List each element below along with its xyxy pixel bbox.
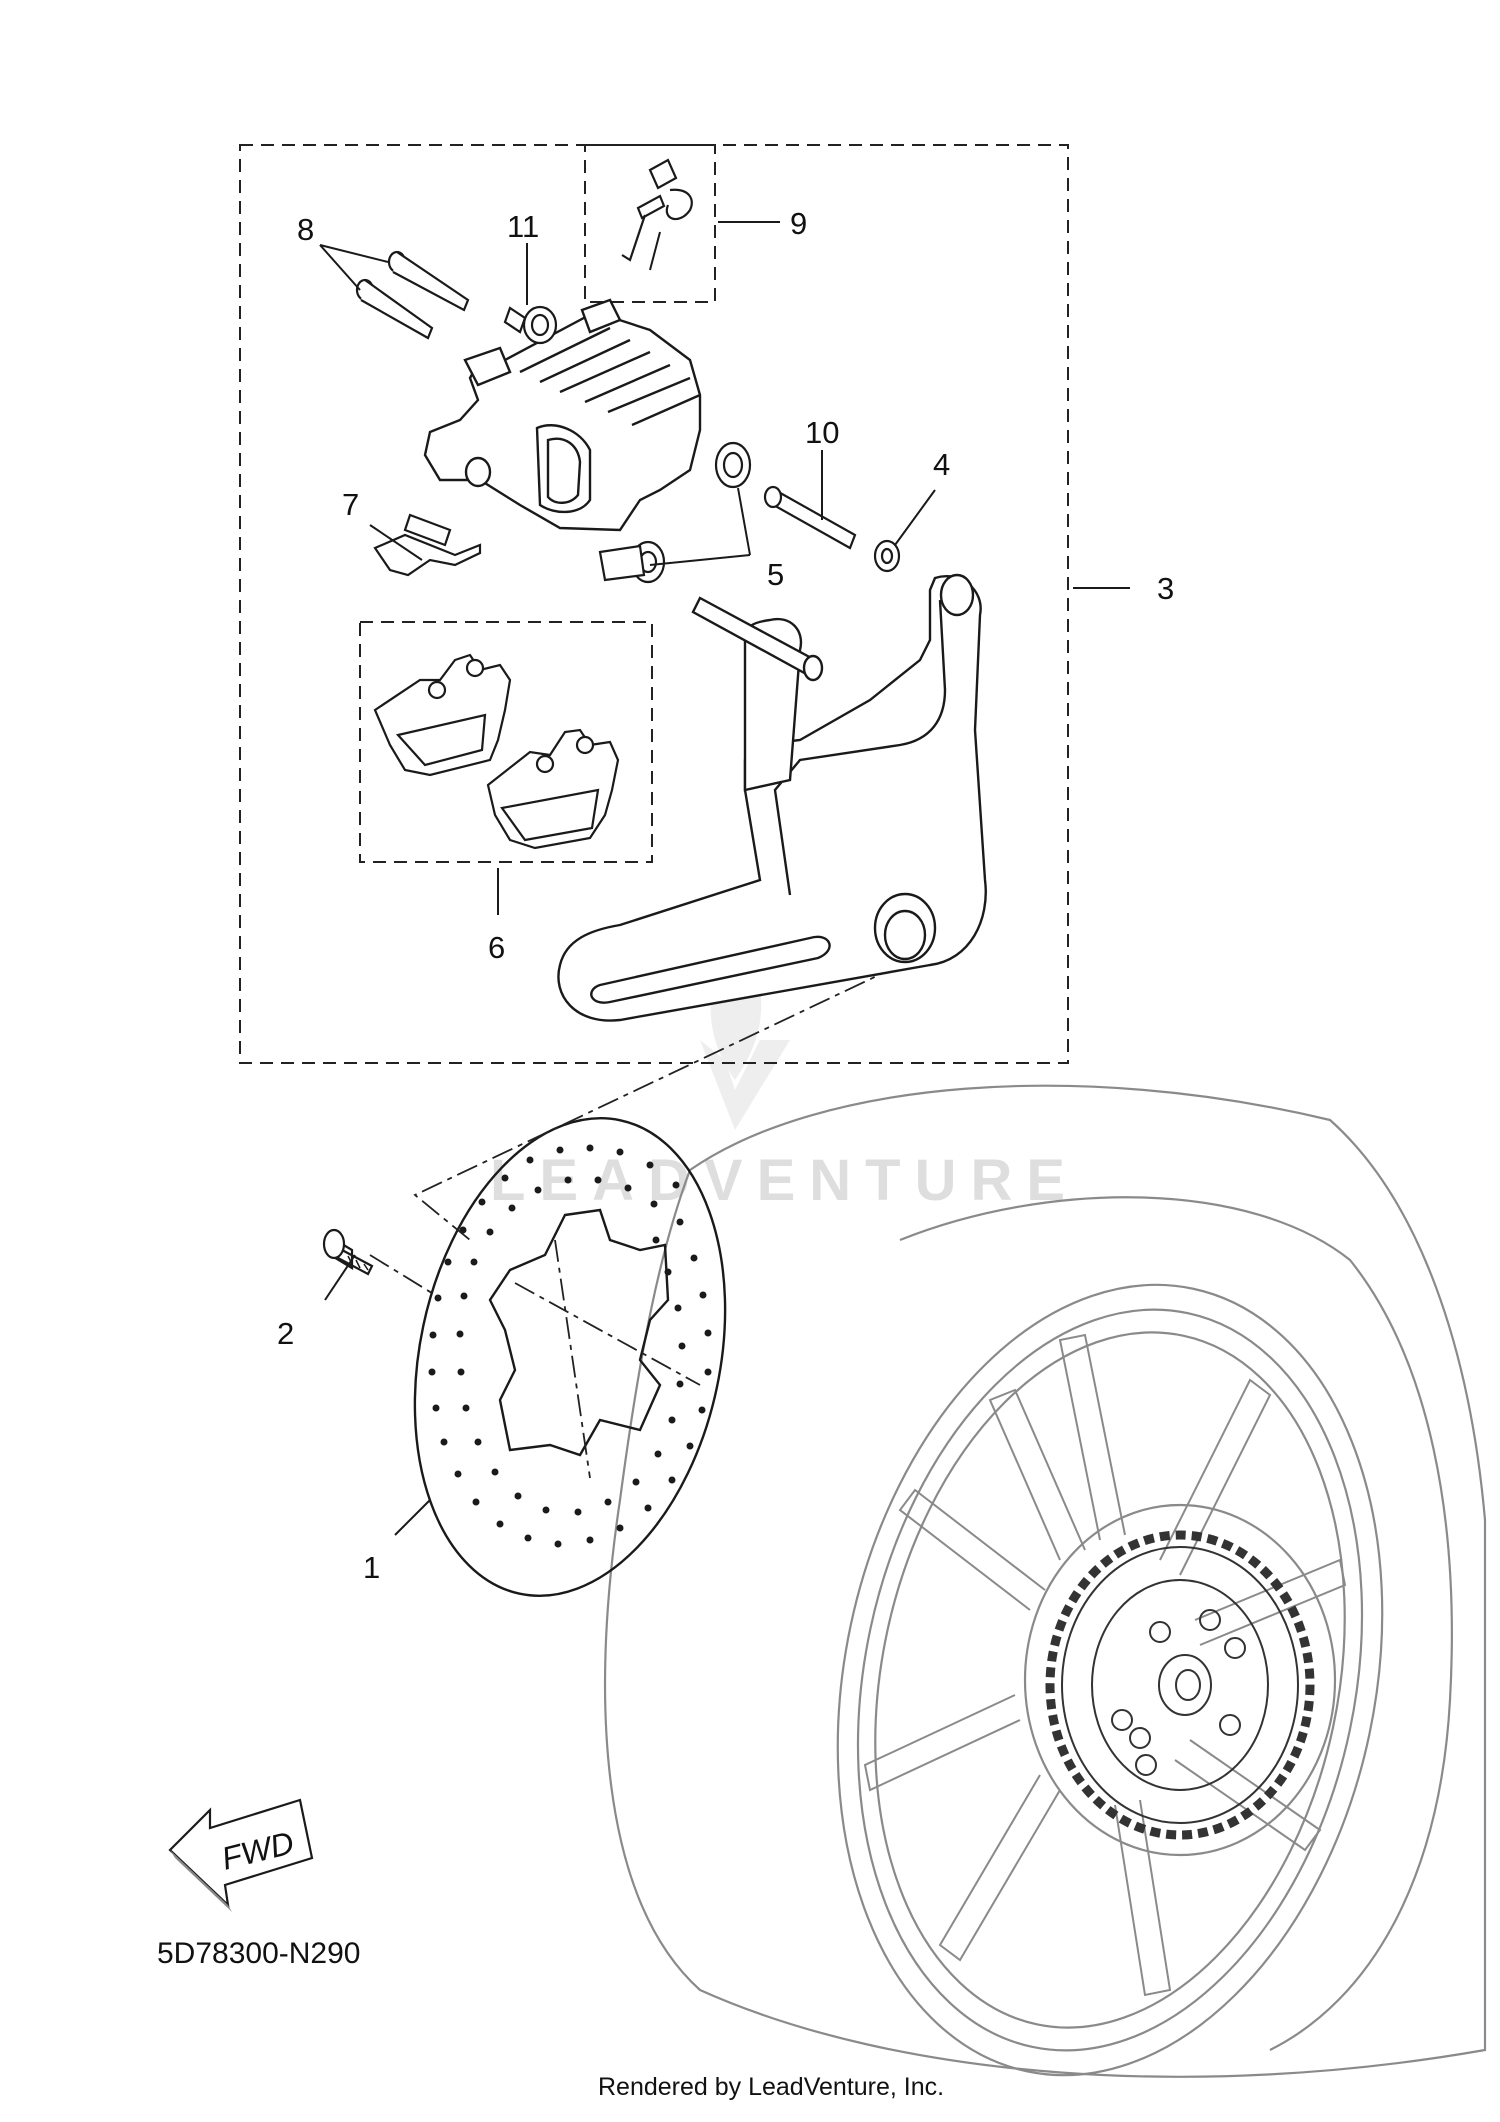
render-credit: Rendered by LeadVenture, Inc. <box>598 2073 944 2101</box>
bracket-axle-hole-inner <box>883 909 927 961</box>
rim-inner <box>856 1308 1364 2052</box>
sprocket-inner <box>1091 1579 1269 1791</box>
caliper-assembly-box <box>239 144 1069 1064</box>
disc-bolt <box>322 1228 374 1276</box>
rim-lip <box>874 1331 1346 2029</box>
tire-outer-outline <box>604 1084 1487 2078</box>
sprocket-bolts <box>1111 1609 1246 1776</box>
bracket-slot <box>590 935 831 1004</box>
bracket-upper-hole <box>939 573 975 617</box>
hub-center <box>1158 1654 1212 1716</box>
pad-rear <box>486 728 620 850</box>
callout-9: 9 <box>790 206 807 241</box>
disc-outline <box>413 1117 727 1597</box>
callout-10: 10 <box>805 415 839 450</box>
pad-rear-lining <box>500 788 600 842</box>
disc-inner-cutout <box>488 1208 670 1457</box>
callout-8: 8 <box>297 212 314 247</box>
watermark-text: LEADVENTURE <box>490 1148 1079 1213</box>
callout-4: 4 <box>933 447 950 482</box>
callout-1: 1 <box>363 1550 380 1585</box>
axle <box>1175 1669 1201 1701</box>
caliper-fins <box>519 326 701 427</box>
tire-inner-outline <box>899 1196 1453 2051</box>
brake-pad-box <box>359 621 653 863</box>
bracket-inner-line <box>773 599 947 896</box>
brake-pads <box>373 653 620 850</box>
callout-2: 2 <box>277 1316 294 1351</box>
pin-11 <box>503 306 527 334</box>
pad-front <box>373 653 512 777</box>
sprocket-teeth-ring <box>1045 1530 1315 1840</box>
rear-wheel <box>604 1084 1487 2078</box>
small-hardware <box>503 305 901 584</box>
caliper-bracket <box>557 573 987 1022</box>
callout-3: 3 <box>1157 571 1174 606</box>
caliper-cylinder <box>535 424 592 514</box>
callout-7: 7 <box>342 487 359 522</box>
caliper-side-lug <box>463 346 512 387</box>
bleed-screw <box>621 158 693 271</box>
callouts: 1 2 3 4 5 6 7 8 9 10 11 <box>277 206 1174 1585</box>
hub-outer <box>1023 1503 1337 1857</box>
center-lines <box>369 964 901 1479</box>
rear-sprocket <box>1045 1530 1315 1840</box>
rim-outer <box>836 1283 1384 2077</box>
caliper-piston <box>546 437 582 504</box>
wheel-spokes <box>863 1333 1347 1997</box>
pad-front-lining <box>395 713 487 767</box>
sprocket-body <box>1061 1546 1299 1824</box>
leader-lines <box>319 221 1130 1536</box>
caliper-mount-hole <box>464 456 492 488</box>
caliper-top-boss <box>580 298 622 334</box>
callout-11: 11 <box>507 209 539 244</box>
brake-caliper <box>423 298 702 532</box>
drawing-code: 5D78300-N290 <box>157 1937 360 1970</box>
disc-vent-holes <box>428 1144 712 1548</box>
bleed-screw-box <box>584 144 716 303</box>
callout-5: 5 <box>767 557 784 592</box>
pad-spring <box>373 513 482 577</box>
callout-6: 6 <box>488 930 505 965</box>
slide-pin <box>768 488 857 550</box>
forward-direction-arrow: FWD <box>168 1798 314 1912</box>
brake-disc <box>413 1117 727 1597</box>
assembly-boxes <box>239 144 1069 1064</box>
caliper-bolts <box>355 250 470 340</box>
